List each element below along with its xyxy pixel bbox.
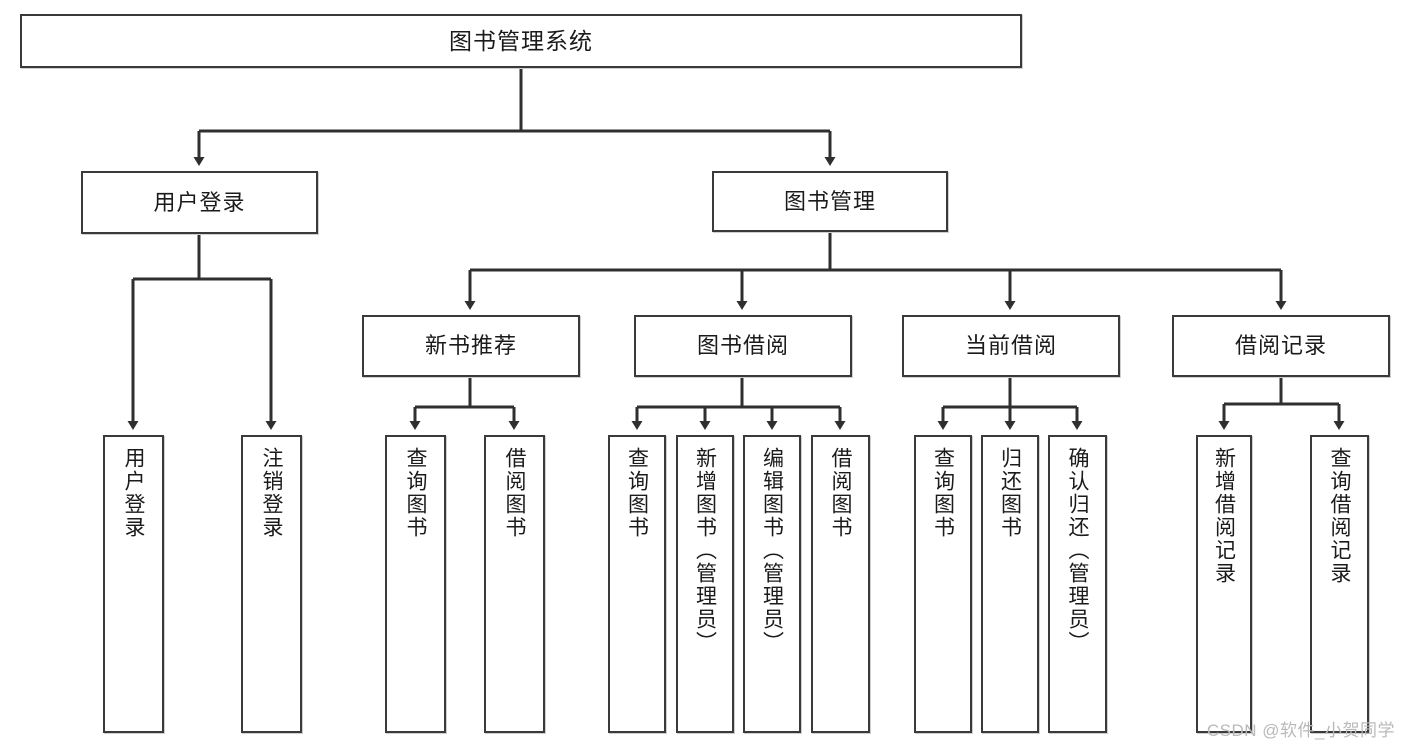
leaf-logout[interactable]: 注销登录 <box>241 435 302 733</box>
node-label: 图书管理系统 <box>449 27 593 54</box>
node-user-login[interactable]: 用户登录 <box>81 171 318 234</box>
node-label: 查询图书 <box>625 447 649 539</box>
node-label: 用户登录 <box>153 189 246 215</box>
node-current-borrowing[interactable]: 当前借阅 <box>902 315 1120 377</box>
node-label: 归还图书 <box>998 447 1022 539</box>
node-book-borrowing[interactable]: 图书借阅 <box>634 315 852 377</box>
node-label: 当前借阅 <box>964 333 1057 359</box>
leaf-add-book-admin[interactable]: 新增图书（管理员） <box>676 435 734 733</box>
watermark: CSDN @软件_小贺同学 <box>1206 721 1395 740</box>
node-new-book-recommendation[interactable]: 新书推荐 <box>362 315 580 377</box>
leaf-borrow-books[interactable]: 借阅图书 <box>811 435 870 733</box>
node-label: 新增借阅记录 <box>1212 447 1236 585</box>
node-label: 图书借阅 <box>696 333 789 359</box>
leaf-query-books-borrow[interactable]: 查询图书 <box>608 435 666 733</box>
node-borrowing-records[interactable]: 借阅记录 <box>1172 315 1390 377</box>
leaf-query-borrow-record[interactable]: 查询借阅记录 <box>1310 435 1369 733</box>
node-label: 用户登录 <box>122 447 146 539</box>
leaf-edit-book-admin[interactable]: 编辑图书（管理员） <box>743 435 801 733</box>
leaf-add-borrow-record[interactable]: 新增借阅记录 <box>1196 435 1252 733</box>
node-label: 借阅图书 <box>503 447 527 539</box>
leaf-query-books-current[interactable]: 查询图书 <box>914 435 972 733</box>
node-label: 借阅记录 <box>1234 333 1327 359</box>
leaf-return-books[interactable]: 归还图书 <box>981 435 1039 733</box>
node-book-management-system[interactable]: 图书管理系统 <box>20 14 1022 68</box>
leaf-user-login[interactable]: 用户登录 <box>103 435 164 733</box>
leaf-query-books-new[interactable]: 查询图书 <box>385 435 446 733</box>
node-label: 图书管理 <box>783 188 876 214</box>
node-label: 查询图书 <box>404 447 428 539</box>
node-label: 新增图书（管理员） <box>693 447 717 654</box>
node-book-management[interactable]: 图书管理 <box>712 171 948 232</box>
node-label: 注销登录 <box>260 447 284 539</box>
node-label: 借阅图书 <box>829 447 853 539</box>
node-label: 新书推荐 <box>424 333 517 359</box>
node-label: 查询图书 <box>931 447 955 539</box>
node-label: 编辑图书（管理员） <box>760 447 784 654</box>
leaf-confirm-return-admin[interactable]: 确认归还（管理员） <box>1048 435 1107 733</box>
node-label: 查询借阅记录 <box>1328 447 1352 585</box>
node-label: 确认归还（管理员） <box>1066 447 1090 654</box>
leaf-borrow-books-new[interactable]: 借阅图书 <box>484 435 545 733</box>
